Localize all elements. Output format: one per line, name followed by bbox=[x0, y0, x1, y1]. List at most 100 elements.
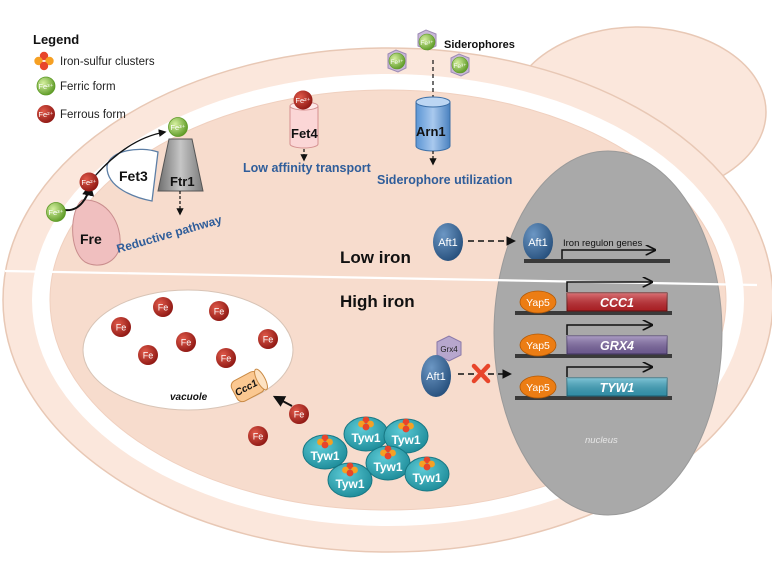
aft1-inactive-label: Aft1 bbox=[426, 371, 446, 383]
iron-regulon-label: Iron regulon genes bbox=[563, 238, 642, 249]
fe-ion: Fe bbox=[248, 426, 268, 446]
low-iron-regulation: Aft1 Aft1 Iron regulon genes bbox=[433, 223, 670, 263]
siderophore-ferric-symbol: Fe³⁺ bbox=[390, 59, 404, 66]
iron-sulfur-cluster-icon bbox=[398, 418, 414, 433]
fe-ion: Fe bbox=[176, 332, 196, 352]
yap5-ccc1 bbox=[519, 290, 557, 314]
fe-label: Fe bbox=[143, 351, 154, 361]
grx4-protein-label: Grx4 bbox=[440, 345, 458, 354]
fe-ion: Fe bbox=[153, 297, 173, 317]
ferrous-ion-icon: Fe²⁺ bbox=[37, 105, 55, 123]
iron-sulfur-cluster-icon bbox=[380, 445, 396, 460]
grx4-protein bbox=[436, 335, 462, 362]
fet4-transport: Fet4 Fe²⁺ Low affinity transport bbox=[243, 90, 372, 175]
fe-label: Fe bbox=[294, 410, 305, 420]
grx4-gene-label: GRX4 bbox=[600, 339, 634, 353]
fe-ion: Fe bbox=[216, 348, 236, 368]
iron-sulfur-cluster-icon bbox=[358, 416, 374, 431]
fet3-oxidation-arrow bbox=[94, 129, 167, 177]
ftr1-label: Ftr1 bbox=[170, 174, 195, 189]
iron-sulfur-cluster-icon bbox=[34, 51, 54, 71]
yap5-tyw1 bbox=[519, 375, 557, 399]
ferric-ion-icon: Fe³⁺ bbox=[36, 76, 56, 96]
ccc1-transcription-arrow bbox=[566, 282, 652, 292]
tyw1-gene-shade bbox=[567, 378, 667, 396]
ferric-ion-icon: Fe³⁺ bbox=[168, 117, 188, 137]
fe-ion: Fe bbox=[289, 404, 309, 424]
ccc1-gene-label: CCC1 bbox=[600, 296, 634, 310]
tyw1-gene-label: TYW1 bbox=[600, 381, 635, 395]
legend-label-ferrous: Ferrous form bbox=[60, 109, 126, 121]
aft1-nuclear bbox=[523, 223, 553, 261]
ccc1-transporter: Ccc1 bbox=[230, 368, 268, 403]
reductive-pathway: Fre Fet3 Ftr1 Fe³⁺ Fe²⁺ Fe³⁺ Reductive p… bbox=[46, 117, 224, 266]
ferrous-ion-icon: Fe²⁺ bbox=[79, 172, 99, 192]
siderophore-hexagon: Fe³⁺ bbox=[417, 29, 437, 51]
legend: Legend Iron-sulfur clusters Fe³⁺ Ferric … bbox=[33, 32, 155, 123]
yap5-tyw1-label: Yap5 bbox=[526, 382, 550, 394]
legend-label-iron-sulfur: Iron-sulfur clusters bbox=[60, 56, 155, 68]
iron-regulon-transcription-arrow bbox=[561, 250, 655, 259]
block-x-icon bbox=[471, 363, 491, 384]
grx4-transcription-arrow bbox=[566, 325, 652, 335]
high-iron-label: High iron bbox=[340, 292, 415, 311]
iron-sulfur-cluster-icon bbox=[342, 462, 358, 477]
arn1-label: Arn1 bbox=[416, 124, 446, 139]
tyw1-protein: Tyw1 bbox=[302, 434, 348, 470]
siderophore-hexagon: Fe³⁺ bbox=[387, 49, 407, 73]
siderophore-hexagon: Fe³⁺ bbox=[450, 53, 470, 77]
aft1-cytosolic-label: Aft1 bbox=[438, 237, 458, 249]
ftr1-ferric-symbol: Fe³⁺ bbox=[170, 123, 185, 132]
tyw1-label: Tyw1 bbox=[351, 431, 380, 445]
tyw1-label: Tyw1 bbox=[412, 471, 441, 485]
high-iron-regulation: CCC1 Yap5 GRX4 Yap5 TYW1 Yap5 bbox=[515, 282, 672, 400]
fe-label: Fe bbox=[158, 303, 169, 313]
aft1-grx4-complex: Grx4 Aft1 bbox=[421, 335, 512, 397]
tyw1-protein: Tyw1 bbox=[343, 416, 389, 452]
legend-ferrous-symbol: Fe²⁺ bbox=[38, 110, 53, 119]
vacuole-label: vacuole bbox=[170, 392, 208, 403]
tyw1-label: Tyw1 bbox=[391, 433, 420, 447]
siderophore-pathway: Fe³⁺ Fe³⁺ Fe³⁺ Siderophores Arn1 Siderop… bbox=[377, 29, 515, 187]
siderophore-utilization-label: Siderophore utilization bbox=[377, 173, 512, 187]
siderophore-ferric-symbol: Fe³⁺ bbox=[420, 40, 434, 47]
fre-ferric-symbol: Fe³⁺ bbox=[48, 208, 63, 217]
tyw1-transcription-arrow bbox=[566, 367, 652, 377]
low-affinity-transport-label: Low affinity transport bbox=[243, 161, 372, 175]
ccc1-gene-shade bbox=[567, 293, 667, 311]
aft1-cytosolic bbox=[433, 223, 463, 261]
siderophore-ferric-symbol: Fe³⁺ bbox=[453, 63, 467, 70]
yap5-grx4-label: Yap5 bbox=[526, 340, 550, 352]
fe-ion: Fe bbox=[138, 345, 158, 365]
aft1-nuclear-label: Aft1 bbox=[528, 237, 548, 249]
fe-ion: Fe bbox=[258, 329, 278, 349]
fet3-ferrous-symbol: Fe²⁺ bbox=[81, 178, 96, 187]
legend-label-ferric: Ferric form bbox=[60, 81, 116, 93]
tyw1-protein: Tyw1 bbox=[365, 445, 411, 481]
fet4-ferrous-symbol: Fe²⁺ bbox=[295, 96, 310, 105]
siderophores-label: Siderophores bbox=[444, 39, 515, 51]
tyw1-protein: Tyw1 bbox=[327, 462, 373, 498]
fet4-label: Fet4 bbox=[291, 126, 319, 141]
grx4-gene-shade bbox=[567, 336, 667, 354]
fe-label: Fe bbox=[221, 354, 232, 364]
tyw1-protein: Tyw1 bbox=[383, 418, 429, 454]
iron-sulfur-cluster-icon bbox=[419, 456, 435, 471]
ferrous-ion-icon: Fe²⁺ bbox=[293, 90, 313, 110]
ccc1-import-arrow bbox=[272, 395, 293, 407]
nucleus-label: nucleus bbox=[585, 435, 618, 446]
yap5-ccc1-label: Yap5 bbox=[526, 297, 550, 309]
tyw1-label: Tyw1 bbox=[335, 477, 364, 491]
legend-title: Legend bbox=[33, 32, 79, 47]
fe-label: Fe bbox=[263, 335, 274, 345]
legend-ferric-symbol: Fe³⁺ bbox=[38, 82, 53, 91]
fe-label: Fe bbox=[116, 323, 127, 333]
iron-sulfur-cluster-icon bbox=[317, 434, 333, 449]
ferric-ion-icon: Fe³⁺ bbox=[46, 202, 66, 222]
arn1-transporter bbox=[415, 96, 451, 108]
